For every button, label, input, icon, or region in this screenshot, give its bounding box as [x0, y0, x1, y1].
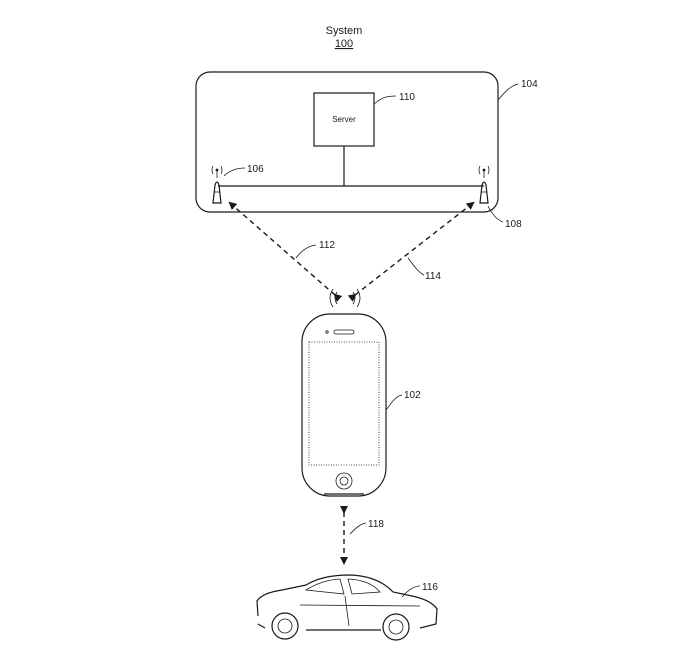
server-leader [373, 95, 397, 105]
diagram-title: System [326, 25, 363, 37]
server-ref: 110 [399, 92, 415, 103]
vehicle-link-leader [349, 522, 367, 535]
tower-right-leader [487, 205, 504, 223]
car-leader [401, 585, 421, 598]
server-label: Server [332, 115, 356, 124]
network-box-leader [497, 83, 519, 101]
tower-right-ref: 108 [505, 219, 522, 230]
link-right-leader [407, 257, 425, 276]
tower-left-ref: 106 [247, 164, 264, 175]
car-ref: 116 [422, 582, 438, 593]
cell-tower-icon [478, 165, 490, 204]
phone-signal-icon [329, 288, 361, 308]
link-left-leader [295, 244, 317, 259]
link-right-ref: 114 [425, 271, 441, 282]
cell-tower-icon [211, 165, 223, 204]
vehicle-link-ref: 118 [368, 519, 384, 530]
network-box [195, 71, 499, 213]
diagram-number: 100 [335, 38, 353, 50]
smartphone-icon [301, 313, 387, 497]
car-icon [256, 574, 438, 641]
network-box-ref: 104 [521, 79, 538, 90]
wireless-link-right [347, 201, 475, 302]
phone-leader [385, 394, 403, 411]
phone-ref: 102 [404, 390, 421, 401]
tower-left-leader [223, 167, 246, 177]
link-left-ref: 112 [319, 240, 335, 251]
